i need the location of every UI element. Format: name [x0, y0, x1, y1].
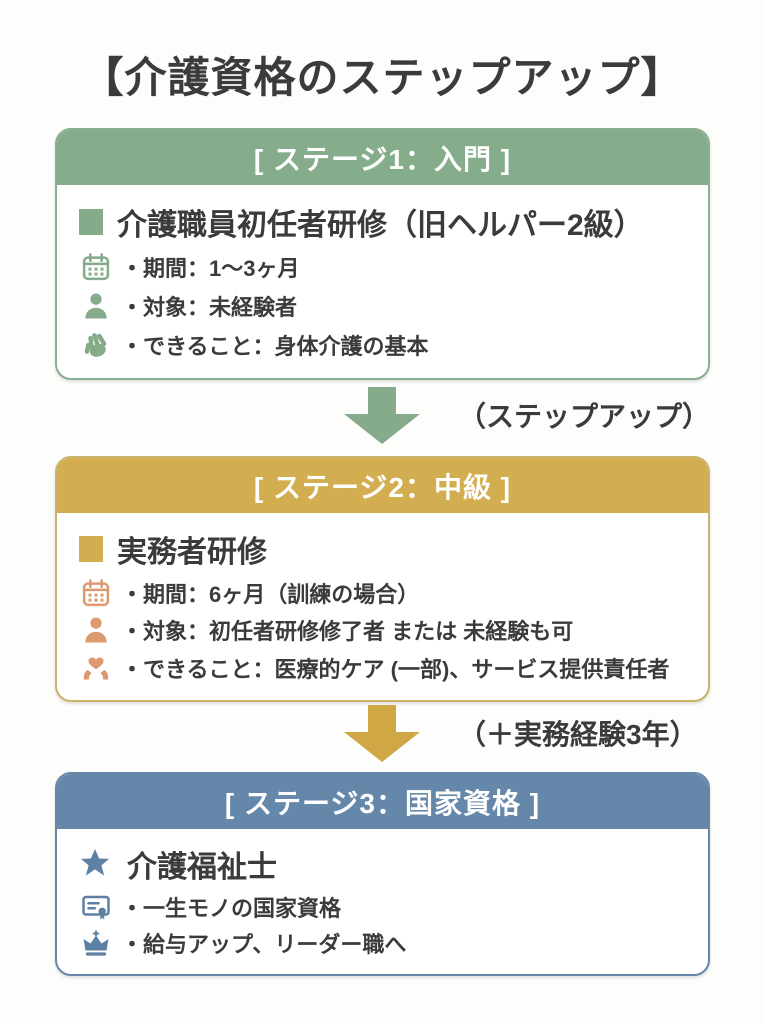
detail-text: ・対象：未経験者 [121, 295, 298, 320]
stage1-header: [ ステージ1：入門 ] [57, 130, 708, 185]
detail-text: ・期間：1〜3ヶ月 [121, 256, 300, 281]
square-bullet-icon [79, 535, 103, 562]
step-arrow-2: （＋実務経験3年） [344, 704, 698, 762]
stage1-target-row: ・対象：未経験者 [79, 290, 690, 322]
waving-hand-icon [79, 329, 113, 361]
heart-hands-icon [79, 652, 113, 684]
certificate-icon [79, 891, 113, 923]
person-icon [79, 290, 113, 322]
crown-icon [79, 927, 113, 959]
stage1-title-row: 介護職員初任者研修（旧ヘルパー2級） [79, 200, 690, 244]
calendar-icon [79, 577, 113, 609]
stage2-header: [ ステージ2：中級 ] [57, 458, 708, 513]
stage3-title-row: 介護福祉士 [79, 842, 690, 886]
detail-text: ・できること：身体介護の基本 [121, 334, 429, 359]
stage2-title-row: 実務者研修 [79, 527, 690, 571]
stage1-cando-row: ・できること：身体介護の基本 [79, 329, 690, 361]
stage2-body: 実務者研修 ・期間：6ヶ月（訓練の場合） ・対象：初任者研修修了者 または 未経… [57, 513, 708, 700]
stage1-body: 介護職員初任者研修（旧ヘルパー2級） ・期間：1〜3ヶ月 ・対象：未経験者 ・で… [57, 185, 708, 378]
detail-text: ・対象：初任者研修修了者 または 未経験も可 [121, 619, 574, 645]
detail-text: ・給与アップ、リーダー職へ [121, 932, 407, 958]
stage1-title: 介護職員初任者研修（旧ヘルパー2級） [117, 209, 644, 242]
stage3-title: 介護福祉士 [127, 850, 277, 884]
stage3-body: 介護福祉士 ・一生モノの国家資格 ・給与アップ、リーダー職へ [57, 829, 708, 974]
down-arrow-icon [344, 704, 420, 762]
person-icon [79, 614, 113, 646]
stage2-card: [ ステージ2：中級 ] 実務者研修 ・期間：6ヶ月（訓練の場合） ・対象：初任… [55, 456, 710, 702]
stage1-period-row: ・期間：1〜3ヶ月 [79, 251, 690, 283]
stage3-header: [ ステージ3：国家資格 ] [57, 774, 708, 829]
square-bullet-icon [79, 209, 103, 235]
stage3-career-row: ・給与アップ、リーダー職へ [79, 927, 690, 959]
stage1-card: [ ステージ1：入門 ] 介護職員初任者研修（旧ヘルパー2級） ・期間：1〜3ヶ… [55, 128, 710, 380]
stage3-license-row: ・一生モノの国家資格 [79, 891, 690, 923]
stage2-period-row: ・期間：6ヶ月（訓練の場合） [79, 577, 690, 609]
detail-text: ・できること：医療的ケア (一部)、サービス提供責任者 [121, 657, 670, 683]
stage2-target-row: ・対象：初任者研修修了者 または 未経験も可 [79, 614, 690, 646]
detail-text: ・期間：6ヶ月（訓練の場合） [121, 581, 420, 607]
stage2-title: 実務者研修 [117, 535, 267, 569]
star-icon [79, 847, 113, 881]
stage3-card: [ ステージ3：国家資格 ] 介護福祉士 ・一生モノの国家資格 ・給与アップ、リ… [55, 772, 710, 976]
page-title: 【介護資格のステップアップ】 [81, 54, 684, 101]
detail-text: ・一生モノの国家資格 [121, 895, 342, 921]
arrow-label: （＋実務経験3年） [458, 719, 698, 750]
arrow-label: （ステップアップ） [458, 401, 711, 432]
down-arrow-icon [344, 386, 420, 444]
calendar-icon [79, 251, 113, 283]
step-arrow-1: （ステップアップ） [344, 386, 710, 444]
stage2-cando-row: ・できること：医療的ケア (一部)、サービス提供責任者 [79, 652, 690, 684]
